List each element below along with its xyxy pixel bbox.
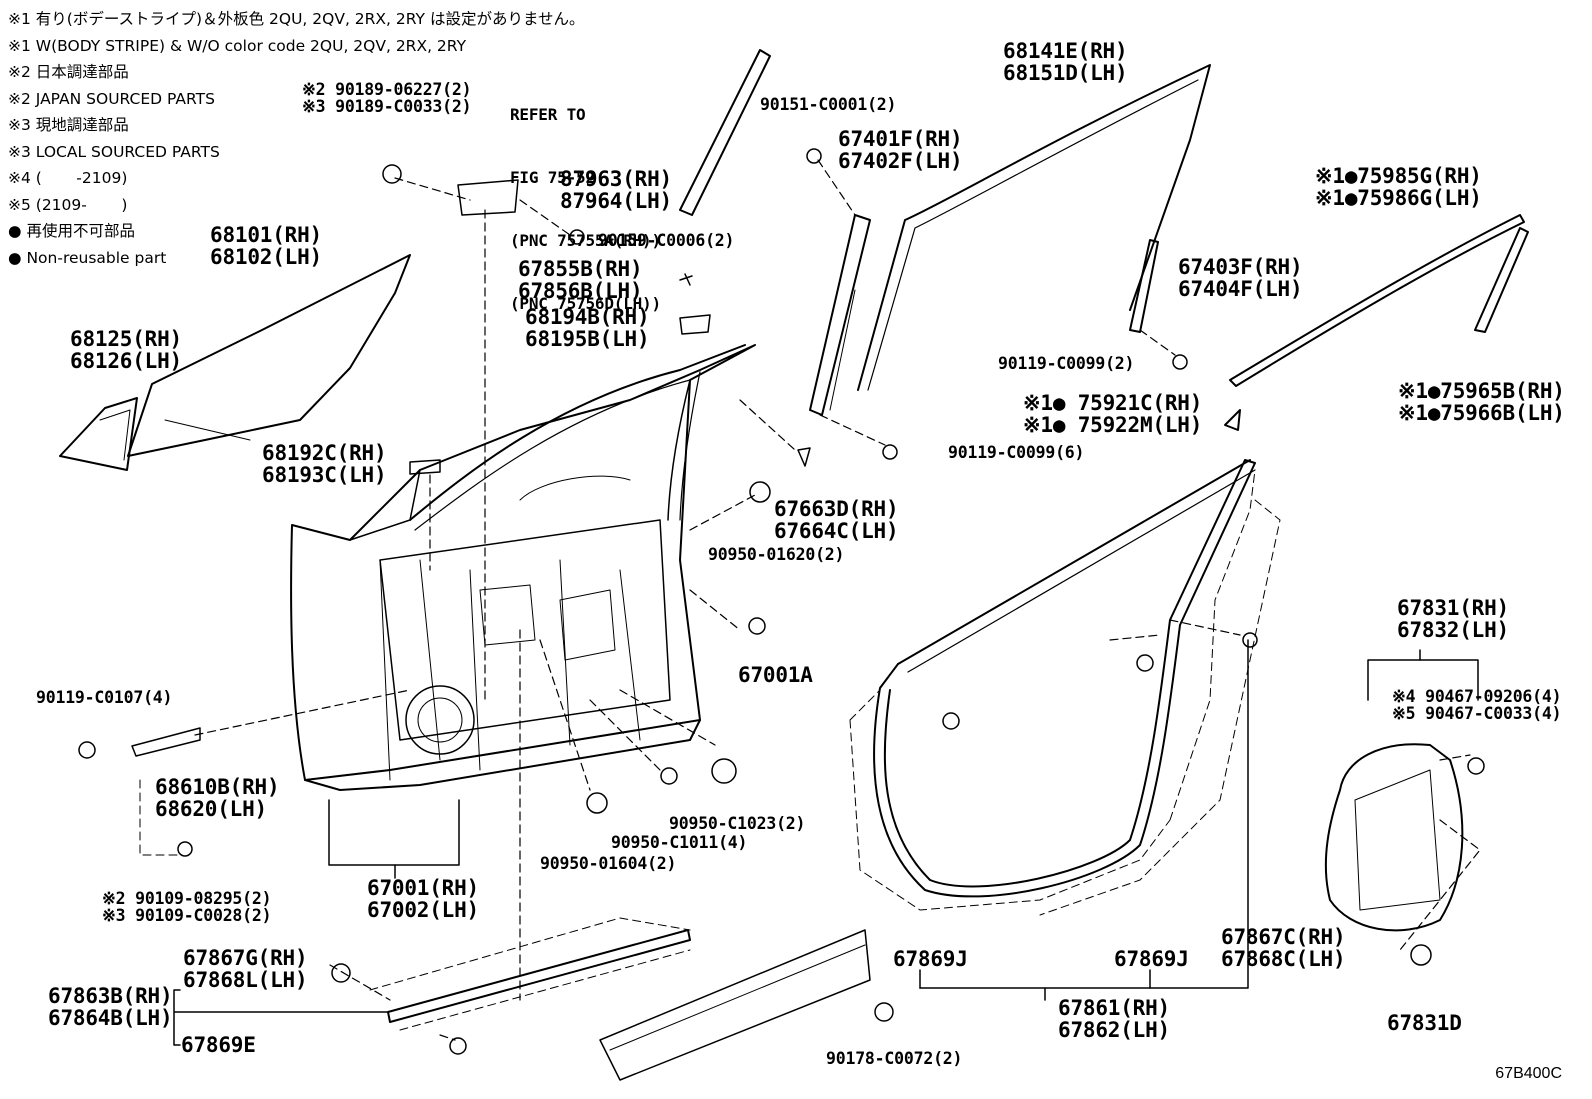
part-label-67403: 67403F(RH)67404F(LH) [1178,255,1303,302]
part-label-90950-c1011: 90950-C1011(4) [611,833,748,852]
part-label-75985: ※1●75985G(RH)※1●75986G(LH) [1315,164,1482,211]
part-label-67855: 67855B(RH)67856B(LH) [518,257,643,304]
part-label-67869e: 67869E [181,1033,256,1057]
part-label-75965: ※1●75965B(RH)※1●75966B(LH) [1398,379,1565,426]
part-label-67001: 67001(RH)67002(LH) [367,876,479,923]
part-label-67867c: 67867C(RH)67868C(LH) [1221,925,1346,972]
part-label-67861: 67861(RH)67862(LH) [1058,996,1170,1043]
part-label-90178: 90178-C0072(2) [826,1049,963,1068]
door-weatherstrip [873,459,1256,898]
part-label-87963: 87963(RH)87964(LH) [560,167,672,214]
door-glass [127,254,411,457]
part-label-90467: ※4 90467-09206(4)※5 90467-C0033(4) [1392,687,1562,724]
part-label-68125: 68125(RH)68126(LH) [70,327,182,374]
note-2-ja: ※2 日本調達部品 [8,63,129,81]
part-label-90109: ※2 90109-08295(2)※3 90109-C0028(2) [102,889,272,926]
part-label-67863: 67863B(RH)67864B(LH) [48,984,173,1031]
note-3-en: ※3 LOCAL SOURCED PARTS [8,142,220,161]
part-label-75921: ※1● 75921C(RH)※1● 75922M(LH) [1023,391,1203,438]
part-label-90950-c1023: 90950-C1023(2) [669,814,806,833]
service-hole-cover [1324,743,1464,932]
note-nonreusable-en: ● Non-reusable part [8,248,167,267]
frame-moulding [857,64,1211,391]
part-label-68192: 68192C(RH)68193C(LH) [262,441,387,488]
part-label-90151: 90151-C0001(2) [760,95,897,114]
part-label-67869j-left: 67869J [893,947,968,971]
part-label-68610: 68610B(RH)68620(LH) [155,775,280,822]
note-2-en: ※2 JAPAN SOURCED PARTS [8,89,215,108]
part-label-67401: 67401F(RH)67402F(LH) [838,127,963,174]
part-label-67869j-right: 67869J [1114,947,1189,971]
note-4: ※4 ( -2109) [8,169,128,187]
quarter-glass [59,397,138,471]
speaker-hole [405,685,475,755]
note-nonreusable-ja: ● 再使用不可部品 [8,222,135,240]
reference-label: REFER TO FIG 75-52 (PNC 75755A(RH)) (PNC… [510,105,661,313]
figure-code: 67B400C [1495,1065,1562,1082]
note-1-en: ※1 W(BODY STRIPE) & W/O color code 2QU, … [8,36,467,55]
part-label-67867g: 67867G(RH)67868L(LH) [183,946,308,993]
part-label-90119-c0107: 90119-C0107(4) [36,688,173,707]
part-label-90159: 90159-C0006(2) [598,231,735,250]
part-label-68101: 68101(RH)68102(LH) [210,223,322,270]
part-label-67831d: 67831D [1387,1011,1462,1035]
part-label-90119-c0099-2: 90119-C0099(2) [998,354,1135,373]
part-label-68194: 68194B(RH)68195B(LH) [525,305,650,352]
belt-moulding [387,929,691,1023]
note-1-ja: ※1 有り(ボデーストライプ)＆外板色 2QU, 2QV, 2RX, 2RY は… [8,10,585,28]
part-label-90189: ※2 90189-06227(2)※3 90189-C0033(2) [302,80,472,117]
part-label-68141: 68141E(RH)68151D(LH) [1003,39,1128,86]
part-label-90950-01604: 90950-01604(2) [540,854,677,873]
part-label-67663: 67663D(RH)67664C(LH) [774,497,899,544]
part-label-90119-c0099-6: 90119-C0099(6) [948,443,1085,462]
note-5: ※5 (2109- ) [8,195,128,214]
part-label-67001a: 67001A [738,663,813,687]
part-label-67831: 67831(RH)67832(LH) [1397,596,1509,643]
note-3-ja: ※3 現地調達部品 [8,116,129,134]
notes-block: ※1 有り(ボデーストライプ)＆外板色 2QU, 2QV, 2RX, 2RY は… [8,6,584,271]
door-shell [290,344,756,781]
part-label-90950-01620: 90950-01620(2) [708,545,845,564]
